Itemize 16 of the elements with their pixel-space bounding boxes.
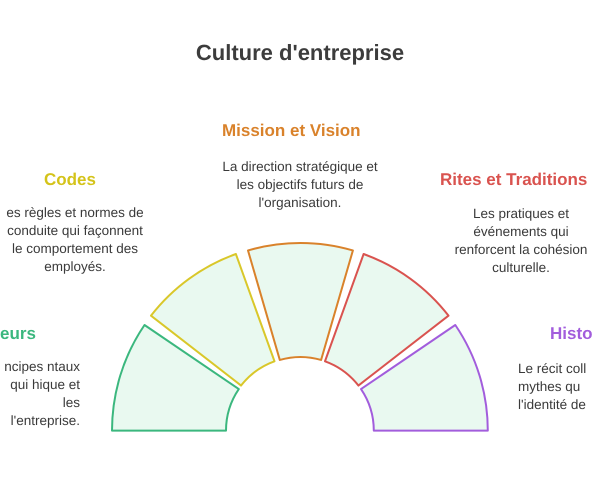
section-description: La direction stratégique et les objectifs futurs de l'organisation.	[221, 158, 379, 212]
arc-segment	[150, 253, 276, 387]
section-description: es règles et normes de conduite qui façonnent le comportement des employés.	[5, 204, 145, 276]
section-heading: Mission et Vision	[222, 121, 361, 141]
arc-segment	[360, 324, 489, 432]
section-heading: Codes	[44, 170, 96, 190]
section-heading: Histo	[550, 324, 592, 344]
arc-segment	[111, 324, 240, 432]
section-description: ncipes ntaux qui hique et les l'entreprise.	[4, 358, 80, 430]
section-description: Les pratiques et événements qui renforcent la cohésion culturelle.	[454, 205, 588, 277]
section-description: Le récit coll mythes qu l'identité de	[518, 360, 588, 414]
diagram-title: Culture d'entreprise	[194, 40, 406, 66]
arc-segment	[246, 242, 354, 361]
arc-segment	[324, 253, 450, 387]
section-heading: Rites et Traditions	[440, 170, 588, 190]
section-heading: eurs	[0, 324, 36, 344]
